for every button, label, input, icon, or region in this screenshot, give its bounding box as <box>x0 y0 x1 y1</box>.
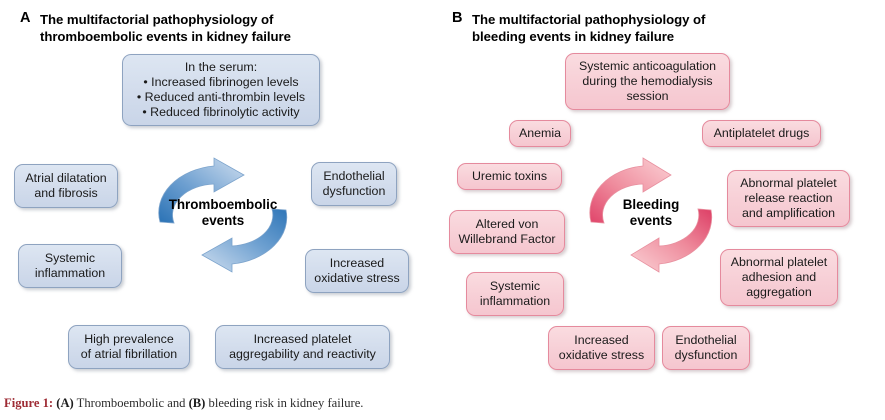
serum-line3: • Reduced anti-thrombin levels <box>136 90 306 104</box>
panel-b-letter: B <box>452 10 463 26</box>
caption-mid: Thromboembolic and <box>73 396 189 410</box>
node-serum-findings[interactable]: In the serum: • Increased fibrinogen lev… <box>122 54 320 126</box>
serum-line2: • Increased fibrinogen levels <box>143 74 299 89</box>
panel-b-title: The multifactorial pathophysiology of bl… <box>472 11 772 45</box>
node-a-atrial-fibrillation-line1: High prevalence <box>84 331 174 346</box>
node-b-systemic-anticoagulation-line3: session <box>626 89 669 104</box>
figure-caption: Figure 1: (A) Thromboembolic and (B) ble… <box>4 396 704 411</box>
panel-b-title-line1: The multifactorial pathophysiology of <box>472 12 706 27</box>
node-a-systemic-inflammation[interactable]: Systemic inflammation <box>18 244 122 288</box>
node-b-platelet-adhesion[interactable]: Abnormal platelet adhesion and aggregati… <box>720 249 838 306</box>
node-b-uremic-toxins-label: Uremic toxins <box>471 168 548 183</box>
panel-a-title-line1: The multifactorial pathophysiology of <box>40 12 274 27</box>
node-a-systemic-inflammation-line2: inflammation <box>34 266 106 280</box>
node-a-increased-oxidative-stress-line1: Increased <box>329 255 385 270</box>
node-a-platelet-aggregability-line2: aggregability and reactivity <box>229 347 376 361</box>
thromboembolic-cycle-arrow: Thromboembolic events <box>152 156 294 274</box>
panel-a-letter: A <box>20 10 31 26</box>
node-b-von-willebrand-factor-line2: Willebrand Factor <box>458 232 556 246</box>
node-b-platelet-release-reaction-line2: release reaction <box>744 190 833 205</box>
node-b-systemic-inflammation[interactable]: Systemic inflammation <box>466 272 564 316</box>
serum-line1: In the serum: <box>184 59 258 74</box>
node-b-platelet-release-reaction-line1: Abnormal platelet <box>740 175 837 190</box>
node-b-platelet-adhesion-line1: Abnormal platelet <box>730 254 828 269</box>
node-b-systemic-inflammation-line1: Systemic <box>489 278 541 293</box>
caption-tail: bleeding risk in kidney failure. <box>205 396 364 410</box>
node-b-platelet-release-reaction[interactable]: Abnormal platelet release reaction and a… <box>727 170 850 227</box>
node-a-endothelial-dysfunction-line2: dysfunction <box>322 184 386 198</box>
node-a-atrial-fibrillation[interactable]: High prevalence of atrial fibrillation <box>68 325 190 369</box>
node-b-uremic-toxins[interactable]: Uremic toxins <box>457 163 562 190</box>
caption-a-tag: (A) <box>56 396 74 410</box>
node-b-von-willebrand-factor-line1: Altered von <box>475 216 539 231</box>
node-a-platelet-aggregability-line1: Increased platelet <box>253 331 352 346</box>
node-b-systemic-anticoagulation-line1: Systemic anticoagulation <box>578 58 717 73</box>
node-a-increased-oxidative-stress[interactable]: Increased oxidative stress <box>305 249 409 293</box>
node-b-endothelial-dysfunction-line1: Endothelial <box>675 332 737 347</box>
node-a-endothelial-dysfunction[interactable]: Endothelial dysfunction <box>311 162 397 206</box>
node-a-increased-oxidative-stress-line2: oxidative stress <box>314 271 400 285</box>
panel-a-title-line2: thromboembolic events in kidney failure <box>40 29 291 44</box>
node-a-atrial-dilatation[interactable]: Atrial dilatation and fibrosis <box>14 164 118 208</box>
node-a-systemic-inflammation-line1: Systemic <box>44 250 96 265</box>
node-b-increased-oxidative-stress[interactable]: Increased oxidative stress <box>548 326 655 370</box>
node-b-systemic-anticoagulation-line2: during the hemodialysis <box>582 73 713 88</box>
node-b-platelet-adhesion-line2: adhesion and <box>741 269 817 284</box>
caption-lead: Figure 1: <box>4 396 54 410</box>
node-a-endothelial-dysfunction-line1: Endothelial <box>323 168 385 183</box>
panel-a-title: The multifactorial pathophysiology of th… <box>40 11 340 45</box>
caption-b-tag: (B) <box>188 396 206 410</box>
node-b-antiplatelet-drugs[interactable]: Antiplatelet drugs <box>702 120 821 147</box>
serum-line4: • Reduced fibrinolytic activity <box>142 105 300 120</box>
bleeding-cycle-arrow: Bleeding events <box>583 156 719 274</box>
node-b-platelet-release-reaction-line3: and amplification <box>742 206 835 221</box>
node-b-antiplatelet-drugs-label: Antiplatelet drugs <box>713 125 810 140</box>
node-a-atrial-dilatation-line2: and fibrosis <box>34 186 98 200</box>
node-b-endothelial-dysfunction-line2: dysfunction <box>674 348 738 362</box>
node-a-atrial-fibrillation-line2: of atrial fibrillation <box>80 347 178 361</box>
node-b-anemia[interactable]: Anemia <box>509 120 571 147</box>
panel-b-title-line2: bleeding events in kidney failure <box>472 29 675 44</box>
node-b-systemic-anticoagulation[interactable]: Systemic anticoagulation during the hemo… <box>565 53 730 110</box>
node-b-platelet-adhesion-line3: aggregation <box>746 285 812 300</box>
node-b-anemia-label: Anemia <box>518 125 561 140</box>
node-b-increased-oxidative-stress-line2: oxidative stress <box>558 348 645 362</box>
node-a-platelet-aggregability[interactable]: Increased platelet aggregability and rea… <box>215 325 390 369</box>
node-b-von-willebrand-factor[interactable]: Altered von Willebrand Factor <box>449 210 565 254</box>
node-b-endothelial-dysfunction[interactable]: Endothelial dysfunction <box>662 326 750 370</box>
node-b-increased-oxidative-stress-line1: Increased <box>574 332 629 347</box>
node-a-atrial-dilatation-line1: Atrial dilatation <box>25 170 107 185</box>
node-b-systemic-inflammation-line2: inflammation <box>479 294 551 308</box>
